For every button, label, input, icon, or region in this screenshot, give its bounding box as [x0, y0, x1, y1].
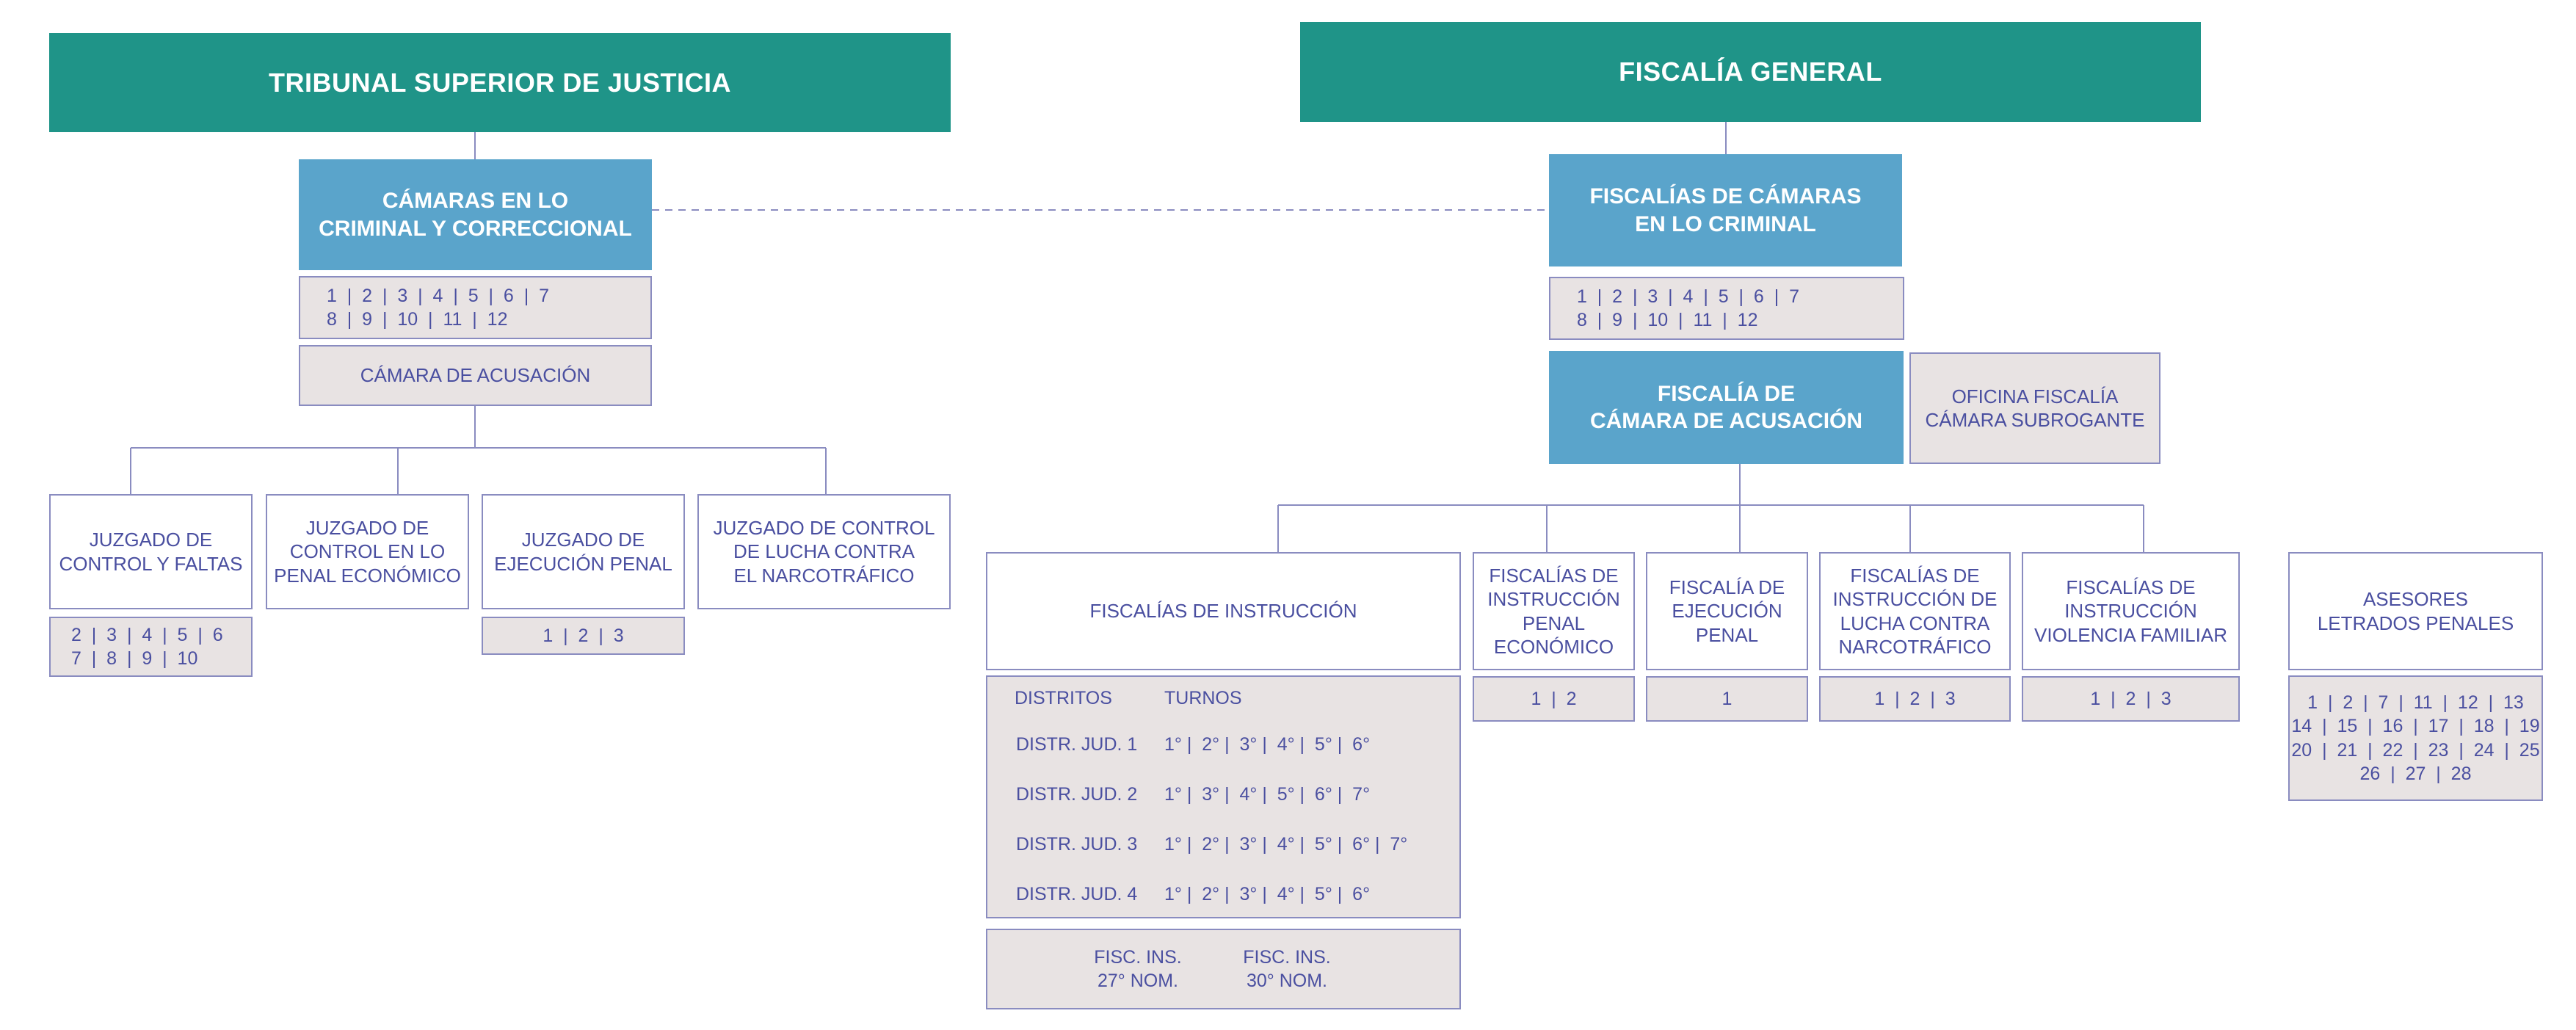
camaras-numbers-box: 1 | 2 | 3 | 4 | 5 | 6 | 7 8 | 9 | 10 | 1…	[299, 276, 652, 339]
distrito-4-turnos: 1° | 2° | 3° | 4° | 5° | 6°	[1164, 884, 1371, 904]
violencia-numbers-box: 1 | 2 | 3	[2022, 676, 2240, 722]
distrito-3-turnos: 1° | 2° | 3° | 4° | 5° | 6° | 7°	[1164, 834, 1408, 855]
juzgado-ejecucion-label: JUZGADO DE EJECUCIÓN PENAL	[494, 529, 672, 575]
asesores-box: ASESORES LETRADOS PENALES	[2288, 552, 2543, 670]
fiscalia-acusacion-label: FISCALÍA DE CÁMARA DE ACUSACIÓN	[1589, 381, 1863, 434]
fiscalia-ejecucion-label: FISCALÍA DE EJECUCIÓN PENAL	[1669, 576, 1785, 646]
juzgado-narcotrafico-box: JUZGADO DE CONTROL DE LUCHA CONTRA EL NA…	[697, 494, 951, 609]
fiscalias-camaras-label: FISCALÍAS DE CÁMARAS EN LO CRIMINAL	[1589, 184, 1862, 236]
fiscalia-general-box: FISCALÍA GENERAL	[1300, 22, 2201, 122]
fisc-ins-27-cell: FISC. INS. 27° NOM.	[1064, 942, 1211, 996]
camaras-criminal-label: CÁMARAS EN LO CRIMINAL Y CORRECCIONAL	[319, 189, 632, 241]
fiscalia-general-label: FISCALÍA GENERAL	[1619, 57, 1882, 87]
control-numbers-row-1: 2 | 3 | 4 | 5 | 6	[71, 624, 223, 645]
fiscalias-violencia-label: FISCALÍAS DE INSTRUCCIÓN VIOLENCIA FAMIL…	[2034, 576, 2227, 646]
juzgado-control-faltas-box: JUZGADO DE CONTROL Y FALTAS	[49, 494, 253, 609]
fiscalias-violencia-box: FISCALÍAS DE INSTRUCCIÓN VIOLENCIA FAMIL…	[2022, 552, 2240, 670]
asesores-numbers-box: 1 | 2 | 7 | 11 | 12 | 13 14 | 15 | 16 | …	[2288, 675, 2543, 801]
fiscalias-instruccion-label: FISCALÍAS DE INSTRUCCIÓN	[1089, 600, 1357, 623]
fiscalias-narcotrafico-box: FISCALÍAS DE INSTRUCCIÓN DE LUCHA CONTRA…	[1819, 552, 2011, 670]
fiscalias-narcotrafico-label: FISCALÍAS DE INSTRUCCIÓN DE LUCHA CONTRA…	[1832, 564, 1998, 659]
camaras-criminal-box: CÁMARAS EN LO CRIMINAL Y CORRECCIONAL	[299, 159, 652, 270]
turnos-header: TURNOS	[1164, 688, 1242, 708]
fiscalias-penal-economico-box: FISCALÍAS DE INSTRUCCIÓN PENAL ECONÓMICO	[1473, 552, 1635, 670]
distrito-1-name: DISTR. JUD. 1	[1016, 734, 1138, 755]
fiscalias-camaras-numbers-row-2: 8 | 9 | 10 | 11 | 12	[1577, 310, 1758, 330]
asesores-label: ASESORES LETRADOS PENALES	[2317, 588, 2514, 634]
camaras-numbers-row-1: 1 | 2 | 3 | 4 | 5 | 6 | 7	[327, 285, 549, 306]
distrito-1-turnos: 1° | 2° | 3° | 4° | 5° | 6°	[1164, 734, 1371, 755]
asesores-numbers-row-1: 1 | 2 | 7 | 11 | 12 | 13	[2307, 692, 2524, 713]
violencia-numbers: 1 | 2 | 3	[2090, 688, 2172, 709]
tribunal-superior-box: TRIBUNAL SUPERIOR DE JUSTICIA	[49, 33, 951, 132]
oficina-fiscalia-box: OFICINA FISCALÍA CÁMARA SUBROGANTE	[1909, 352, 2160, 464]
fiscalia-acusacion-box: FISCALÍA DE CÁMARA DE ACUSACIÓN	[1549, 351, 1904, 464]
distrito-3-name: DISTR. JUD. 3	[1016, 834, 1138, 855]
juzgado-penal-economico-label: JUZGADO DE CONTROL EN LO PENAL ECONÓMICO	[274, 516, 461, 587]
fiscalias-penal-economico-label: FISCALÍAS DE INSTRUCCIÓN PENAL ECONÓMICO	[1487, 564, 1620, 659]
tribunal-superior-label: TRIBUNAL SUPERIOR DE JUSTICIA	[269, 67, 731, 98]
penal-economico-numbers-box: 1 | 2	[1473, 676, 1635, 722]
ejecucion-numbers: 1 | 2 | 3	[543, 625, 624, 646]
fisc-ins-27-label: FISC. INS. 27° NOM.	[1094, 946, 1182, 992]
asesores-numbers-row-4: 26 | 27 | 28	[2359, 764, 2472, 784]
distritos-table-box	[986, 675, 1461, 918]
narcotrafico-numbers-box: 1 | 2 | 3	[1819, 676, 2011, 722]
ejecucion-fiscalia-numbers: 1	[1721, 688, 1733, 709]
asesores-numbers-row-3: 20 | 21 | 22 | 23 | 24 | 25	[2291, 739, 2540, 761]
fiscalia-ejecucion-box: FISCALÍA DE EJECUCIÓN PENAL	[1646, 552, 1808, 670]
camara-acusacion-label: CÁMARA DE ACUSACIÓN	[360, 364, 591, 386]
fisc-ins-30-label: FISC. INS. 30° NOM.	[1243, 946, 1331, 992]
fisc-ins-nom-box	[986, 929, 1461, 1009]
fisc-ins-30-cell: FISC. INS. 30° NOM.	[1213, 942, 1360, 996]
penal-economico-numbers: 1 | 2	[1531, 688, 1577, 709]
distrito-2-turnos: 1° | 3° | 4° | 5° | 6° | 7°	[1164, 784, 1371, 805]
juzgado-ejecucion-box: JUZGADO DE EJECUCIÓN PENAL	[482, 494, 685, 609]
fiscalias-instruccion-box: FISCALÍAS DE INSTRUCCIÓN	[986, 552, 1461, 670]
distritos-header: DISTRITOS	[1015, 688, 1112, 708]
fiscalias-camaras-numbers-box: 1 | 2 | 3 | 4 | 5 | 6 | 7 8 | 9 | 10 | 1…	[1549, 277, 1904, 340]
asesores-numbers-row-2: 14 | 15 | 16 | 17 | 18 | 19	[2291, 716, 2540, 736]
ejecucion-fiscalia-numbers-box: 1	[1646, 676, 1808, 722]
ejecucion-numbers-box: 1 | 2 | 3	[482, 617, 685, 655]
distrito-4-name: DISTR. JUD. 4	[1016, 884, 1138, 904]
oficina-fiscalia-label: OFICINA FISCALÍA CÁMARA SUBROGANTE	[1925, 385, 2145, 432]
juzgado-narcotrafico-label: JUZGADO DE CONTROL DE LUCHA CONTRA EL NA…	[713, 516, 935, 587]
fiscalias-camaras-numbers-row-1: 1 | 2 | 3 | 4 | 5 | 6 | 7	[1577, 286, 1799, 307]
juzgado-control-faltas-label: JUZGADO DE CONTROL Y FALTAS	[59, 529, 243, 575]
control-numbers-row-2: 7 | 8 | 9 | 10	[71, 648, 198, 669]
juzgado-penal-economico-box: JUZGADO DE CONTROL EN LO PENAL ECONÓMICO	[266, 494, 469, 609]
control-numbers-box: 2 | 3 | 4 | 5 | 6 7 | 8 | 9 | 10	[49, 617, 253, 677]
distrito-2-name: DISTR. JUD. 2	[1016, 784, 1138, 805]
camaras-numbers-row-2: 8 | 9 | 10 | 11 | 12	[327, 309, 508, 330]
camara-acusacion-box: CÁMARA DE ACUSACIÓN	[299, 345, 652, 406]
narcotrafico-numbers: 1 | 2 | 3	[1874, 688, 1956, 709]
fiscalias-camaras-box: FISCALÍAS DE CÁMARAS EN LO CRIMINAL	[1549, 154, 1902, 266]
